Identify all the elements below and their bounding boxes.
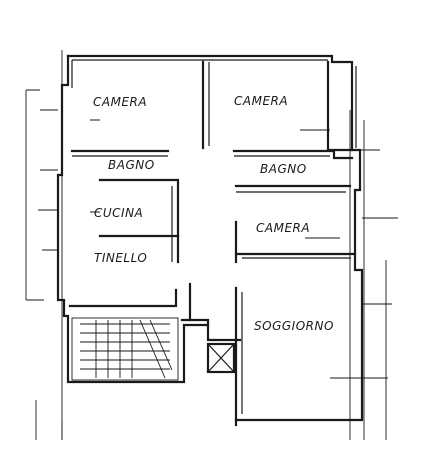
interior-walls — [68, 60, 357, 422]
room-label-camera-3: CAMERA — [256, 221, 310, 235]
room-label-tinello: TINELLO — [94, 251, 147, 265]
room-label-bagno-2: BAGNO — [260, 162, 307, 176]
dimension-lines — [25, 50, 398, 440]
room-label-camera-1: CAMERA — [93, 95, 147, 109]
room-label-camera-2: CAMERA — [234, 94, 288, 108]
staircase — [71, 317, 179, 381]
room-label-soggiorno: SOGGIORNO — [254, 319, 334, 333]
room-labels: CAMERA CAMERA BAGNO BAGNO CUCINA CAMERA … — [93, 94, 334, 333]
room-label-cucina: CUCINA — [94, 206, 143, 220]
shaft — [206, 342, 236, 374]
room-label-bagno-1: BAGNO — [108, 158, 155, 172]
